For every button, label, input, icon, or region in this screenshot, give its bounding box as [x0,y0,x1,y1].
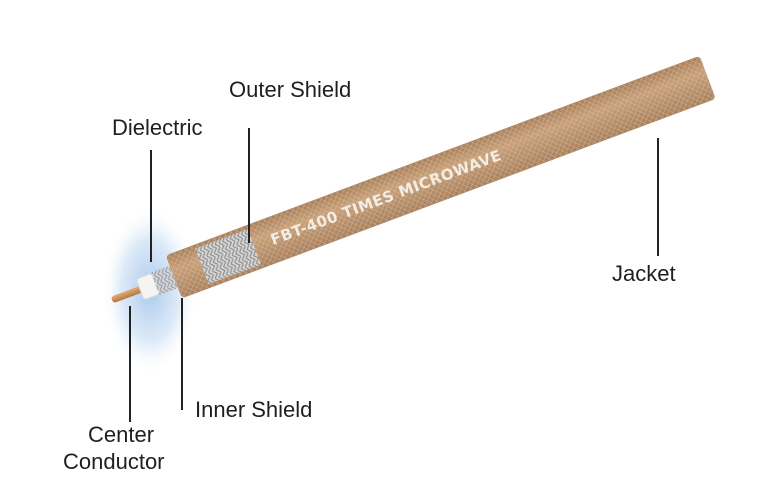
jacket-leader-line [657,138,659,256]
center-conductor-leader-line [129,306,131,422]
jacket-label: Jacket [612,261,676,286]
cable-print: FBT-400 TIMES MICROWAVE [268,146,504,249]
outer-shield-label: Outer Shield [229,77,352,102]
center-conductor [111,285,145,303]
inner-shield-leader-line [181,298,183,410]
outer-shield [195,228,262,285]
center-conductor-label-line1: Center [88,422,155,447]
dielectric-leader-line [150,150,152,262]
inner-shield-label: Inner Shield [195,397,313,422]
dielectric-label: Dielectric [112,115,203,140]
center-conductor-label-line2: Conductor [63,449,165,474]
outer-shield-leader-line [248,128,250,243]
